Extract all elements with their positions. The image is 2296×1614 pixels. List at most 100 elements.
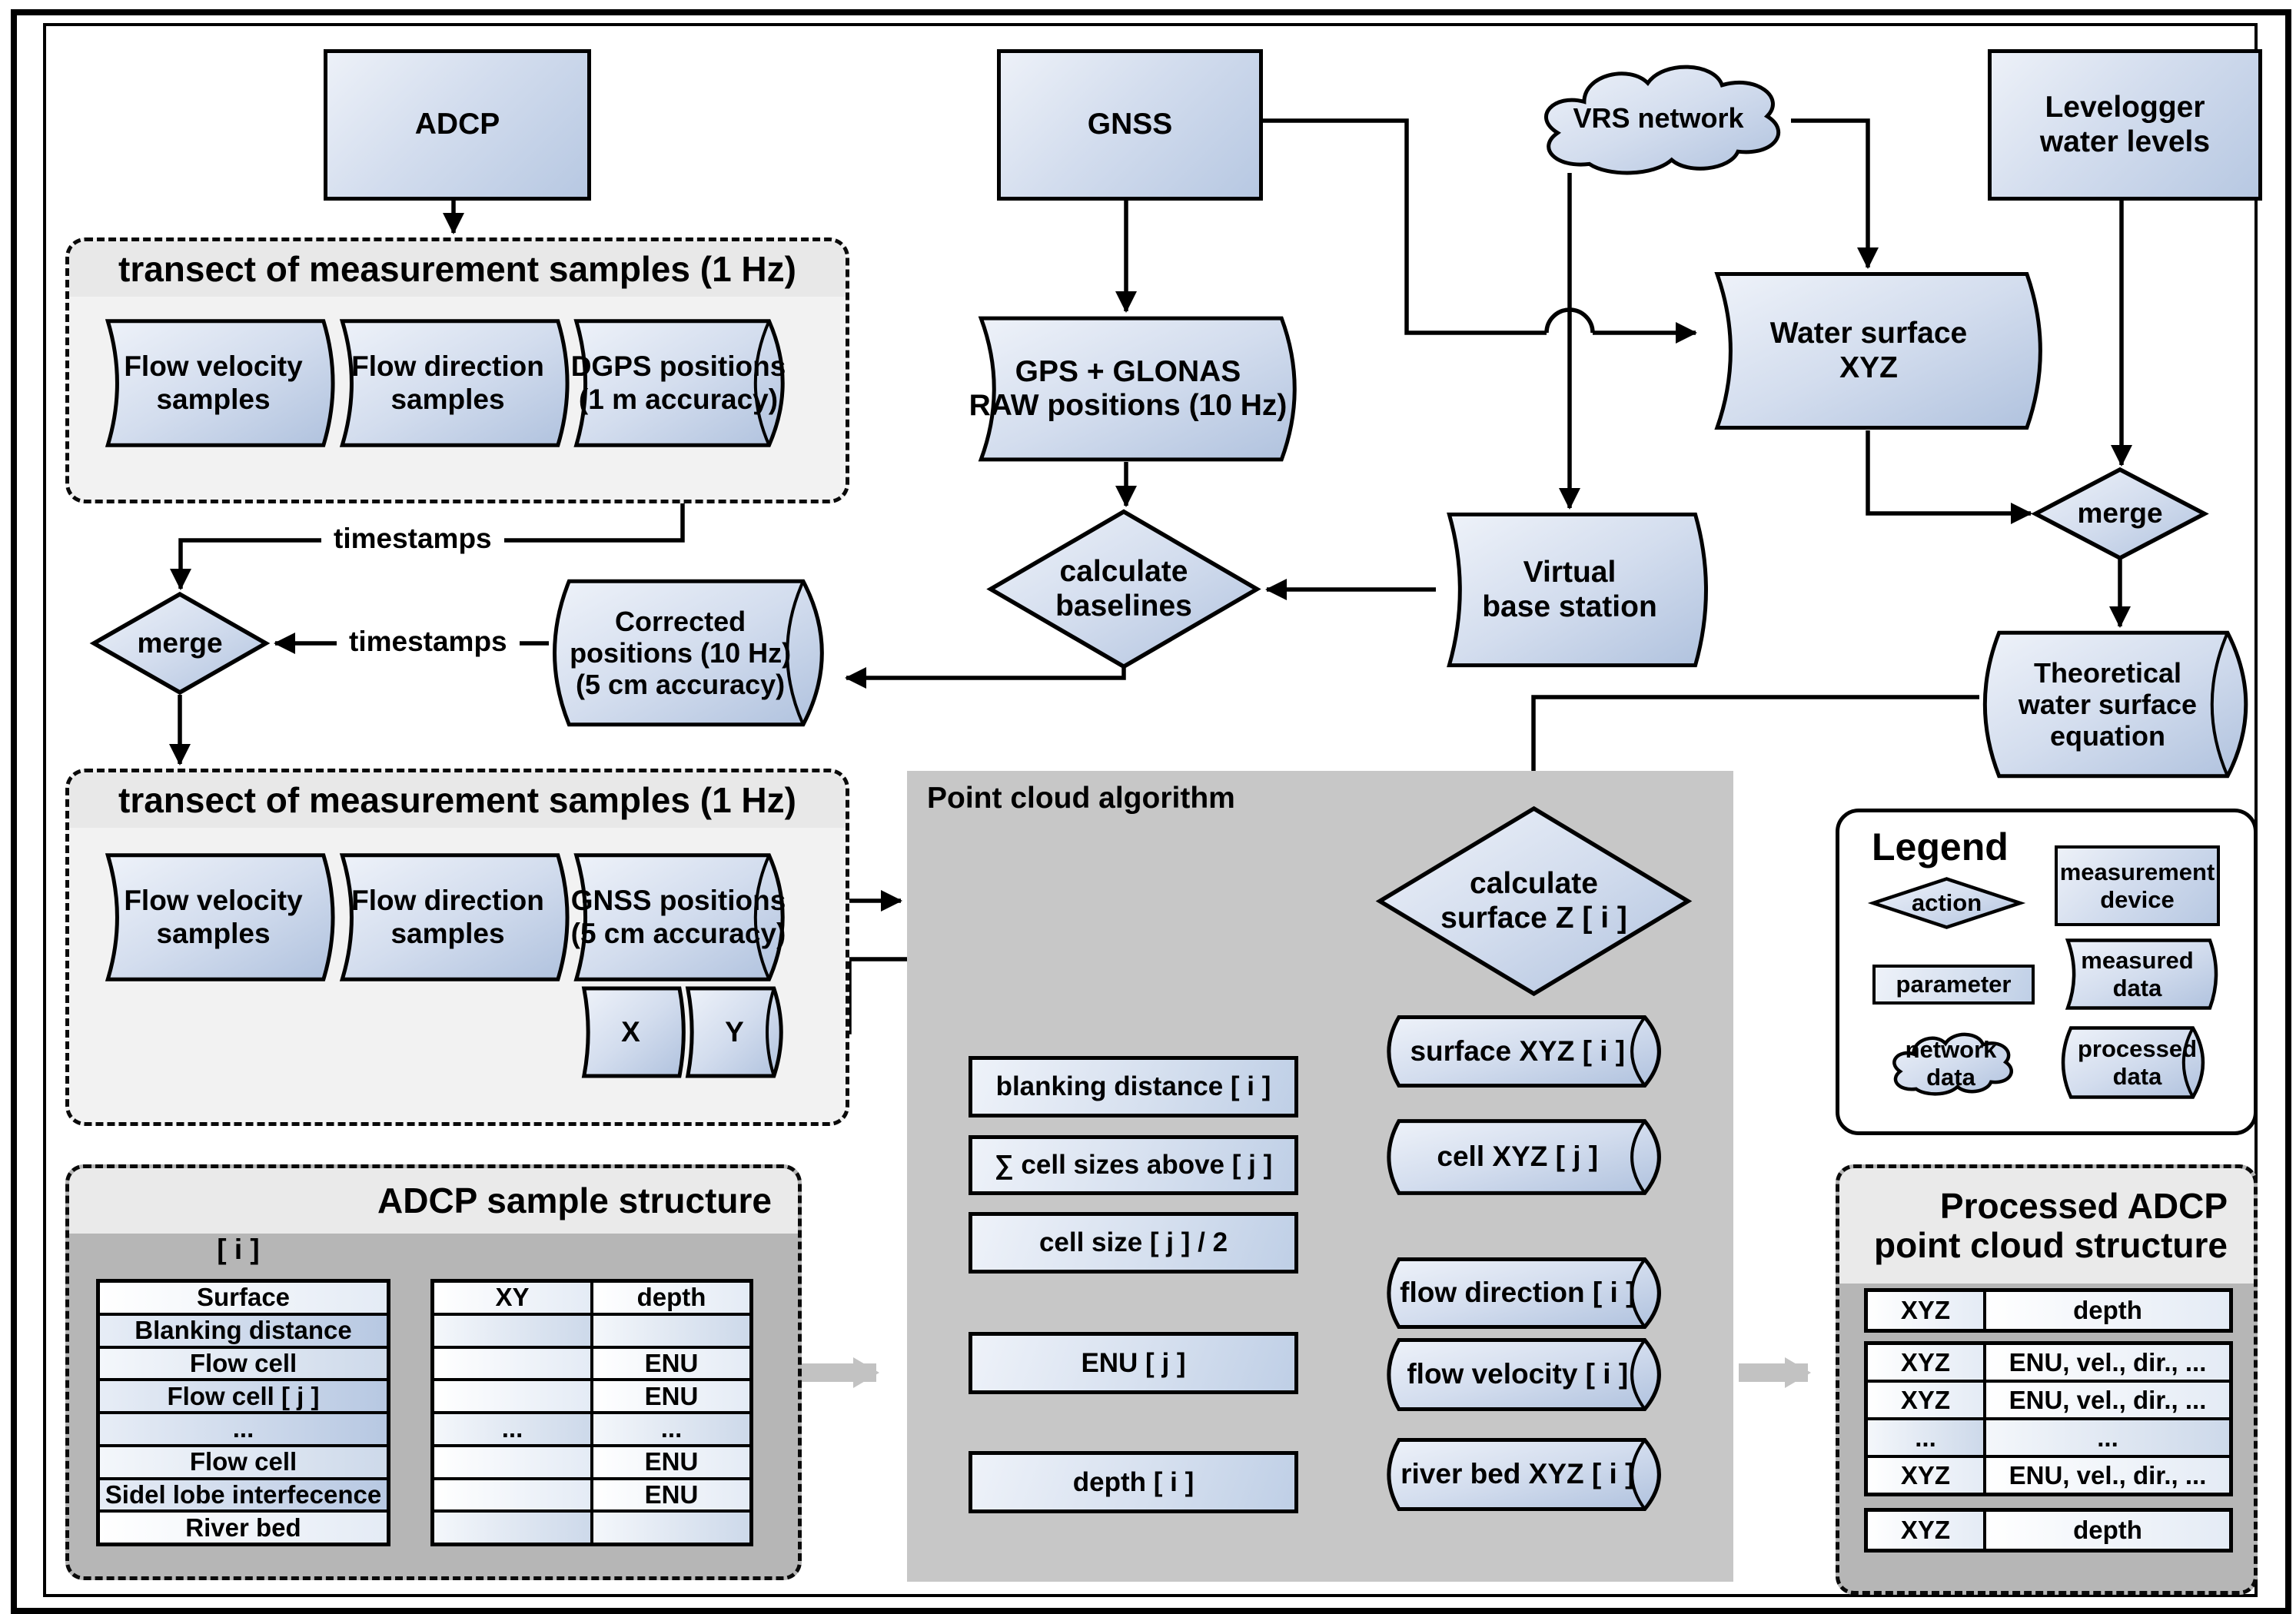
merge-left-action-node: merge bbox=[93, 593, 267, 693]
legend-processed-data-item: processed data bbox=[2060, 1027, 2215, 1098]
adcp-device-node: ADCP bbox=[324, 49, 591, 201]
table-cell: ENU bbox=[593, 1480, 749, 1510]
table-cell: ... bbox=[434, 1414, 590, 1444]
legend-network-data-label: network data bbox=[1905, 1036, 1997, 1091]
legend-parameter-label: parameter bbox=[1896, 971, 2012, 998]
levelogger-device-node: Levelogger water levels bbox=[1988, 49, 2262, 201]
flow-velocity-samples2-label: Flow velocity samples bbox=[124, 885, 303, 949]
legend-action-item: action bbox=[1872, 878, 2021, 928]
transect2-title: transect of measurement samples (1 Hz) bbox=[118, 779, 796, 820]
timestamps-label-left: timestamps bbox=[337, 626, 520, 658]
table-cell bbox=[434, 1315, 590, 1346]
flow-velocity-samples-label: Flow velocity samples bbox=[124, 350, 303, 415]
x-coordinate-label: X bbox=[621, 1015, 640, 1048]
processed-data-icon bbox=[2060, 1027, 2215, 1098]
enu-param: ENU [ j ] bbox=[969, 1332, 1298, 1394]
flow-direction-samples-label: Flow direction samples bbox=[351, 350, 544, 415]
river-bed-output-label: river bed XYZ [ i ] bbox=[1401, 1458, 1635, 1490]
calculate-surface-z-action-node: calculate surface Z [ i ] bbox=[1378, 807, 1690, 995]
table-cell: ENU bbox=[593, 1348, 749, 1379]
cell-size-label: cell size [ j ] / 2 bbox=[1038, 1227, 1228, 1258]
enu-label: ENU [ j ] bbox=[1081, 1347, 1186, 1378]
timestamps-label-top: timestamps bbox=[321, 523, 504, 555]
outer-border bbox=[11, 9, 2291, 1614]
cell-size-param: cell size [ j ] / 2 bbox=[969, 1212, 1298, 1274]
virtual-base-station-label: Virtual base station bbox=[1482, 556, 1657, 623]
surface-xyz-node: surface XYZ [ i ] bbox=[1387, 1016, 1673, 1087]
network-cloud-icon bbox=[1884, 1028, 2018, 1098]
merge-left-label: merge bbox=[137, 626, 223, 659]
table-cell: ENU, vel., dir., ... bbox=[1986, 1383, 2229, 1417]
processed-structure-title-band: Processed ADCP point cloud structure bbox=[1839, 1168, 2254, 1284]
table-cell: depth bbox=[1986, 1512, 2229, 1549]
sum-cell-sizes-param: ∑ cell sizes above [ j ] bbox=[969, 1135, 1298, 1195]
gps-glonas-label: GPS + GLONAS RAW positions (10 Hz) bbox=[969, 354, 1288, 422]
table-cell bbox=[434, 1446, 590, 1477]
table-cell: Flow cell [ j ] bbox=[100, 1381, 387, 1411]
legend-parameter-item: parameter bbox=[1872, 965, 2035, 1005]
point-cloud-algorithm-title: Point cloud algorithm bbox=[927, 782, 1235, 815]
table-cell: ENU, vel., dir., ... bbox=[1986, 1458, 2229, 1493]
table-cell: ENU bbox=[593, 1446, 749, 1477]
legend-measurement-device-item: measurement device bbox=[2055, 845, 2220, 926]
flow-direction-output-label: flow direction [ i ] bbox=[1400, 1277, 1636, 1309]
processed-bed-table: XYZ depth bbox=[1864, 1508, 2233, 1553]
table-header-cell: XY bbox=[434, 1283, 590, 1313]
blanking-distance-param: blanking distance [ i ] bbox=[969, 1056, 1298, 1118]
table-cell: XYZ bbox=[1868, 1292, 1983, 1329]
table-cell: ENU bbox=[593, 1381, 749, 1411]
theoretical-water-surface-label: Theoretical water surface equation bbox=[2018, 656, 2198, 752]
cell-xyz-node: cell XYZ [ j ] bbox=[1387, 1120, 1673, 1194]
transect1-title-band: transect of measurement samples (1 Hz) bbox=[69, 241, 846, 297]
river-bed-output-node: river bed XYZ [ i ] bbox=[1387, 1439, 1673, 1510]
table-cell bbox=[434, 1513, 590, 1543]
theoretical-water-surface-node: Theoretical water surface equation bbox=[1979, 630, 2261, 779]
table-cell: Flow cell bbox=[100, 1446, 387, 1477]
index-i-label: [ i ] bbox=[217, 1234, 260, 1265]
legend-measured-data-label: measured data bbox=[2081, 947, 2194, 1001]
calculate-surface-z-label: calculate surface Z [ i ] bbox=[1440, 867, 1627, 935]
legend-action-label: action bbox=[1911, 889, 1982, 917]
table-cell: XYZ bbox=[1868, 1458, 1983, 1493]
table-cell: ... bbox=[1868, 1420, 1983, 1455]
table-cell: ... bbox=[1986, 1420, 2229, 1455]
processed-cloud-table: XYZ ENU, vel., dir., ... XYZ ENU, vel., … bbox=[1864, 1341, 2233, 1496]
legend-network-data-item: network data bbox=[1884, 1028, 2018, 1098]
legend-measurement-device-label: measurement device bbox=[2059, 858, 2215, 913]
adcp-label: ADCP bbox=[414, 108, 500, 141]
corrected-positions-label: Corrected positions (10 Hz) (5 cm accura… bbox=[570, 605, 792, 701]
table-cell: depth bbox=[1986, 1292, 2229, 1329]
table-cell: Surface bbox=[100, 1283, 387, 1313]
x-coordinate-node: X bbox=[579, 987, 683, 1078]
corrected-positions-node: Corrected positions (10 Hz) (5 cm accura… bbox=[549, 579, 838, 727]
flow-velocity-output-label: flow velocity [ i ] bbox=[1407, 1358, 1629, 1390]
inner-border bbox=[43, 23, 2258, 1597]
table-cell: XYZ bbox=[1868, 1345, 1983, 1380]
gnss-label: GNSS bbox=[1087, 108, 1173, 141]
vrs-network-cloud-node: VRS network bbox=[1526, 56, 1791, 181]
table-cell: River bed bbox=[100, 1513, 387, 1543]
depth-label: depth [ i ] bbox=[1072, 1466, 1195, 1497]
dgps-positions-label: DGPS positions (1 m accuracy) bbox=[570, 350, 786, 415]
gnss-positions-label: GNSS positions (5 cm accuracy) bbox=[570, 885, 786, 949]
merge-top-label: merge bbox=[2077, 497, 2163, 530]
vrs-network-label: VRS network bbox=[1573, 102, 1744, 134]
gps-glonas-node: GPS + GLONAS RAW positions (10 Hz) bbox=[965, 316, 1291, 462]
table-cell: XYZ bbox=[1868, 1512, 1983, 1549]
legend-measured-data-item: measured data bbox=[2060, 939, 2215, 1009]
flow-velocity-output-node: flow velocity [ i ] bbox=[1387, 1339, 1673, 1410]
processed-structure-title: Processed ADCP point cloud structure bbox=[1874, 1186, 2228, 1265]
measured-data-icon bbox=[2060, 939, 2215, 1009]
table-cell bbox=[434, 1348, 590, 1379]
blanking-distance-label: blanking distance [ i ] bbox=[995, 1071, 1271, 1102]
calculate-baselines-action-node: calculate baselines bbox=[989, 510, 1258, 668]
water-surface-xyz-node: Water surface XYZ bbox=[1700, 271, 2037, 430]
adcp-structure-right-table: XY depth ENU ENU ... ... ENU ENU bbox=[430, 1279, 753, 1546]
water-surface-xyz-label: Water surface XYZ bbox=[1769, 317, 1968, 384]
table-cell: Sidel lobe interfecence bbox=[100, 1480, 387, 1510]
cloud-icon bbox=[1526, 56, 1791, 181]
legend-title: Legend bbox=[1872, 825, 2009, 868]
gnss-positions-node: GNSS positions (5 cm accuracy) bbox=[565, 853, 792, 981]
table-cell bbox=[434, 1381, 590, 1411]
